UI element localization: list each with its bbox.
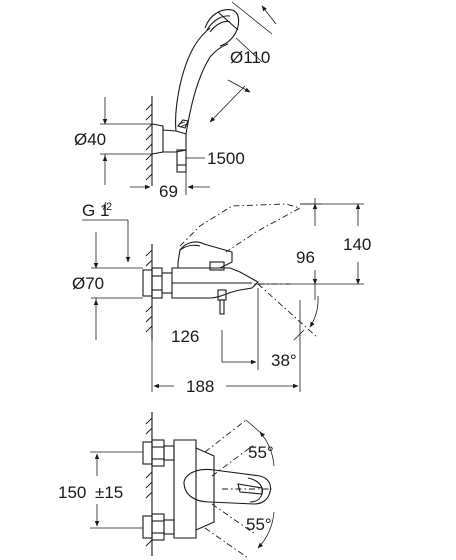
dim-spout-projection: 126 <box>171 327 199 346</box>
dim-lever-height: 96 <box>296 248 315 267</box>
dim-lever-angle-bottom: 55° <box>246 515 272 534</box>
dim-total-height: 140 <box>343 235 371 254</box>
mixer-side-view: G 1 /2 Ø70 96 140 126 38° <box>72 198 371 396</box>
dim-total-projection: 188 <box>186 377 214 396</box>
dim-hose-length: 1500 <box>207 149 245 168</box>
dim-centers-tolerance: ±15 <box>95 483 123 502</box>
dim-thread: G 1 <box>82 201 109 220</box>
mixer-front-view: 55° 55° 150 ±15 <box>58 412 275 559</box>
dim-body-diameter: Ø70 <box>72 274 104 293</box>
dim-holder-diameter: Ø40 <box>74 130 106 149</box>
dim-lever-angle-top: 55° <box>248 443 274 462</box>
dim-head-diameter: Ø110 <box>230 48 270 67</box>
dim-holder-projection: 69 <box>159 182 178 201</box>
dim-centers-distance: 150 <box>58 483 86 502</box>
dim-thread-fraction: /2 <box>103 201 112 213</box>
dim-spout-angle: 38° <box>271 351 297 370</box>
hand-shower-view: Ø110 Ø40 1500 69 <box>74 1 277 201</box>
